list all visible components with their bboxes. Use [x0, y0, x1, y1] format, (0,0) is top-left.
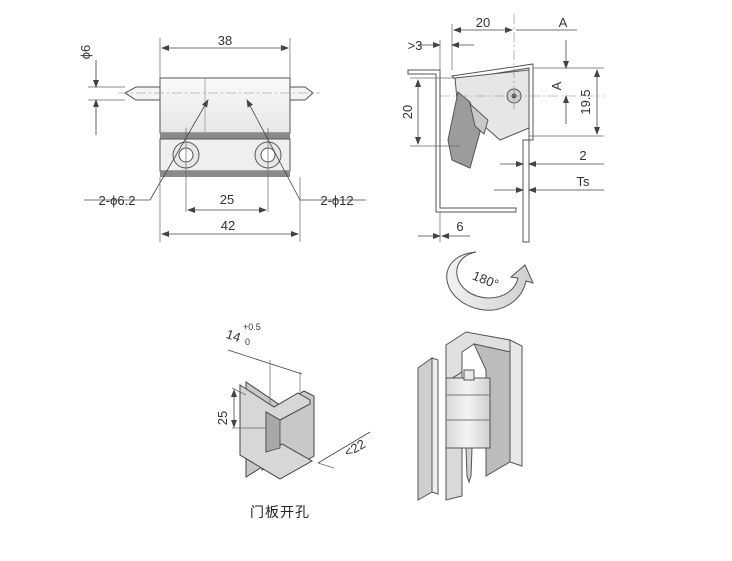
- dim-height: 20: [400, 105, 415, 119]
- dim-tol-upper: +0.5: [243, 322, 261, 332]
- dim-gap: 2: [579, 148, 586, 163]
- frame-3d-inner: [473, 343, 511, 477]
- dim-cutout-height: 25: [215, 411, 230, 425]
- dim-pin-diameter: ϕ6: [78, 45, 93, 60]
- door-panel: [407, 69, 517, 213]
- dim-hole-large: 2-ϕ12: [320, 193, 353, 208]
- ref-a-top: A: [559, 15, 568, 30]
- pin-3d-top: [463, 369, 475, 381]
- dim-width-top: 38: [218, 33, 232, 48]
- dim-flange: 6: [456, 219, 463, 234]
- front-view: 38 ϕ6 2-ϕ6.2 25 2-ϕ12 42: [78, 33, 366, 242]
- side-view: >3 20 A 20 A 19.5 2 Ts 6 180°: [400, 14, 604, 311]
- pin-3d-bottom: [465, 447, 473, 484]
- dim-rotation: 180°: [470, 268, 501, 292]
- dim-height-pin: 19.5: [578, 89, 593, 114]
- pin-left: [124, 86, 161, 101]
- rotation-arrow-icon: [446, 251, 534, 311]
- dim-tol-lower: 0: [245, 337, 250, 347]
- dim-cutout-width: 14: [224, 326, 242, 345]
- dim-width: 20: [476, 15, 490, 30]
- cutout-caption: 门板开孔: [250, 505, 310, 521]
- pin-right: [289, 86, 314, 101]
- dim-hole-pitch: 25: [220, 192, 234, 207]
- upper-leaf: [159, 77, 291, 134]
- hinge-3d: [445, 377, 491, 449]
- door-3d: [417, 357, 433, 501]
- frame-wall: [522, 139, 530, 243]
- door-cutout: 14 +0.5 0 25 <22: [215, 322, 371, 480]
- dim-thickness: Ts: [577, 174, 591, 189]
- dim-width-total: 42: [221, 218, 235, 233]
- dim-offset: >3: [408, 38, 423, 53]
- dim-hole-small: 2-ϕ6.2: [99, 193, 136, 208]
- dim-cutout-radius: <22: [341, 436, 368, 460]
- assembly-3d-view: [417, 331, 523, 501]
- hinge-band: [160, 133, 290, 139]
- ref-a-side: A: [549, 81, 564, 90]
